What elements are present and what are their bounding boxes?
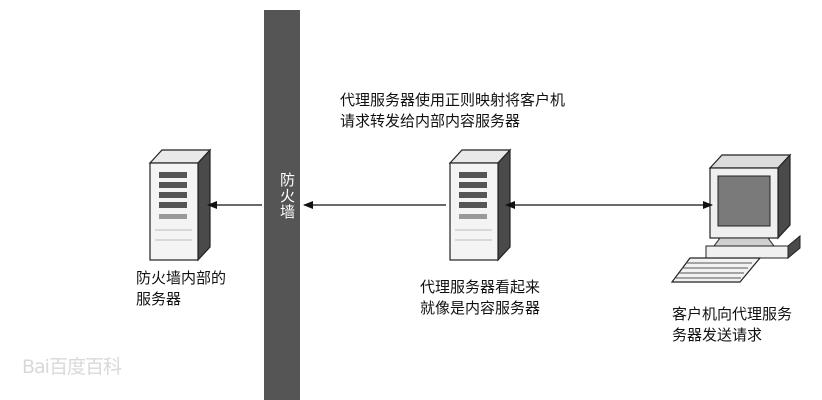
internal-server-caption-line1: 防火墙内部的 [136, 269, 227, 287]
proxy-caption-line1: 代理服务器看起来 [420, 278, 541, 296]
proxy-caption-line2: 就像是内容服务器 [420, 299, 541, 317]
client-caption-line1: 客户机向代理服务 [672, 305, 793, 323]
internal-server-icon [148, 148, 212, 262]
internal-server-caption-line2: 服务器 [136, 290, 182, 308]
client-caption: 客户机向代理服务 务器发送请求 [672, 304, 792, 346]
baidu-watermark: Bai百度百科 [22, 356, 122, 378]
proxy-description-line1: 代理服务器使用正则映射将客户机 [340, 91, 566, 109]
client-computer-icon [670, 153, 801, 283]
client-caption-line2: 务器发送请求 [672, 326, 763, 344]
proxy-description-line2: 请求转发给内部内容服务器 [340, 112, 521, 130]
firewall-bar [264, 10, 300, 400]
firewall-label: 防火墙 [278, 172, 296, 220]
proxy-server-icon [448, 148, 512, 262]
internal-server-caption: 防火墙内部的 服务器 [136, 268, 226, 310]
proxy-description: 代理服务器使用正则映射将客户机 请求转发给内部内容服务器 [340, 90, 565, 132]
proxy-caption: 代理服务器看起来 就像是内容服务器 [420, 277, 540, 319]
